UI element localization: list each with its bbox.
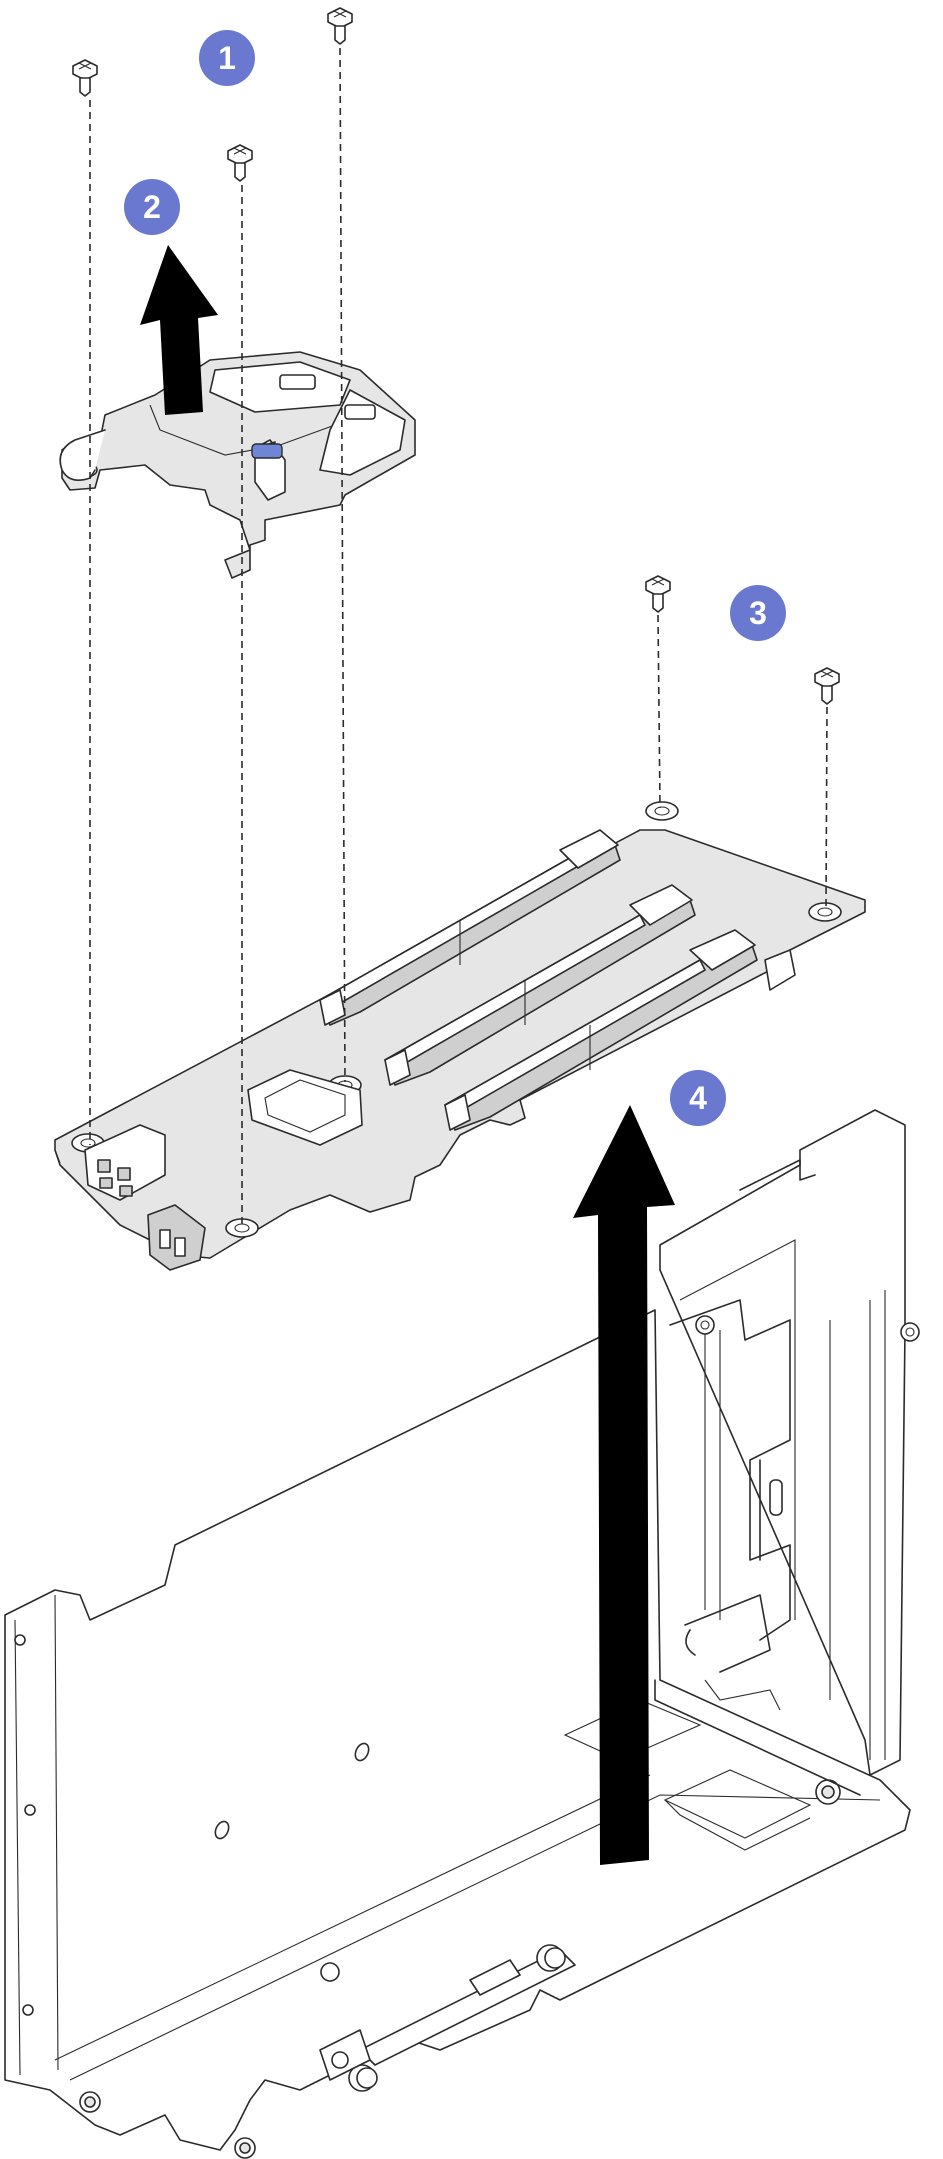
underside-connector — [147, 1204, 206, 1271]
step-badge-icon: 2 — [124, 179, 180, 235]
board-tab — [764, 949, 796, 991]
riser-cage — [4, 1109, 920, 2159]
pcie-slot — [319, 829, 621, 1026]
screw-icon — [227, 144, 253, 182]
pcie-slot — [444, 929, 758, 1131]
step-number: 2 — [143, 189, 161, 225]
pcie-slot — [384, 884, 696, 1086]
screw-icon — [72, 59, 98, 97]
power-connector — [84, 1124, 166, 1201]
step-badge-icon: 3 — [730, 585, 786, 641]
step-number: 1 — [218, 40, 236, 76]
screws — [72, 7, 840, 705]
riser-board — [54, 801, 866, 1271]
lift-arrow-icon — [573, 1105, 675, 1865]
guide-lines — [89, 47, 828, 1225]
screw-icon — [327, 7, 353, 45]
step-badge-icon: 1 — [199, 30, 255, 86]
latch-bracket — [59, 351, 416, 579]
board-connector — [247, 1069, 363, 1146]
screw-icon — [645, 575, 671, 613]
step-number: 4 — [689, 1080, 707, 1116]
step-badge-icon: 4 — [670, 1070, 726, 1126]
step-number: 3 — [749, 595, 767, 631]
lift-arrow-icon — [140, 245, 218, 415]
screw-icon — [814, 667, 840, 705]
